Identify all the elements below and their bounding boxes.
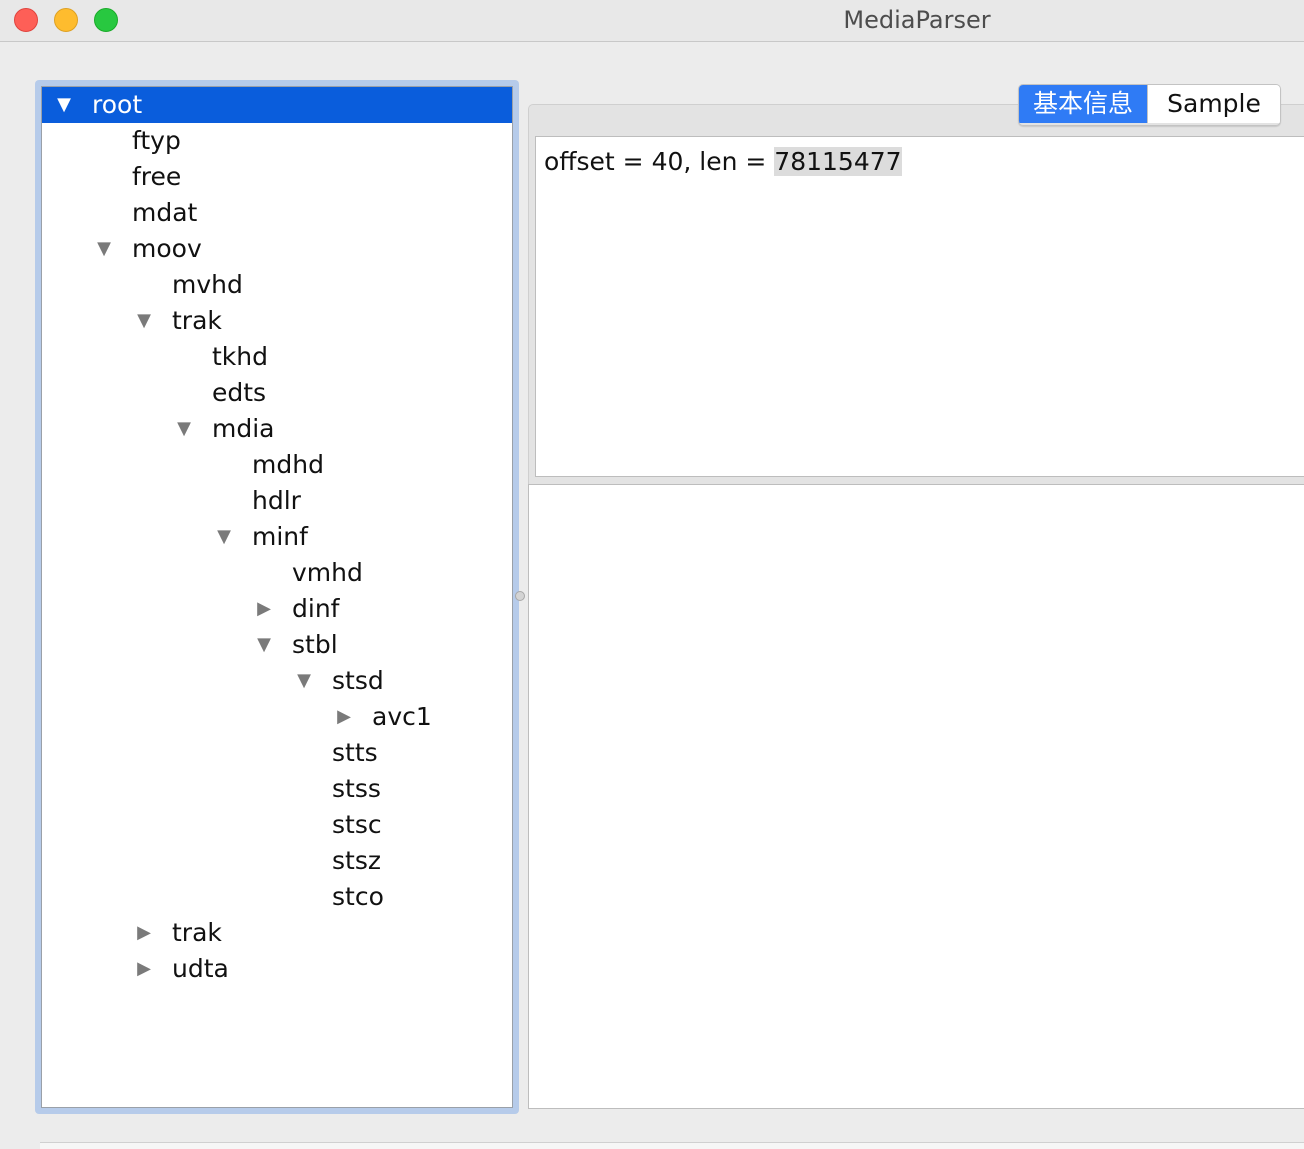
disclosure-expanded-icon[interactable]: ▼ — [297, 670, 311, 691]
tree-row-root[interactable]: ▼ root — [42, 87, 512, 123]
tree-row-label: stsd — [332, 666, 384, 695]
zoom-window-button[interactable] — [94, 8, 118, 32]
length-value-highlight[interactable]: 78115477 — [774, 147, 902, 176]
tree-row-dinf[interactable]: ▶ dinf — [42, 591, 512, 627]
tree-row-label: moov — [132, 234, 202, 263]
tree-row-edts[interactable]: edts — [42, 375, 512, 411]
bottom-bar — [40, 1142, 1304, 1149]
tree-row-trak[interactable]: ▶ trak — [42, 915, 512, 951]
tree-row-label: ftyp — [132, 126, 181, 155]
tree-row-label: mvhd — [172, 270, 243, 299]
tree-row-label: vmhd — [292, 558, 363, 587]
tree-row-mdia[interactable]: ▼ mdia — [42, 411, 512, 447]
tree-row-mdhd[interactable]: mdhd — [42, 447, 512, 483]
tree-row-label: stss — [332, 774, 381, 803]
tree-row-stts[interactable]: stts — [42, 735, 512, 771]
tree-row-label: stbl — [292, 630, 338, 659]
box-tree-view[interactable]: ▼ root ftyp free mdat ▼ moov mvhd ▼ trak tkhd edts ▼… — [41, 86, 513, 1108]
tree-row-label: mdhd — [252, 450, 324, 479]
title-bar: MediaParser — [0, 0, 1304, 42]
tree-row-label: free — [132, 162, 182, 191]
disclosure-expanded-icon[interactable]: ▼ — [177, 418, 191, 439]
tree-row-label: minf — [252, 522, 308, 551]
tree-row-label: stsc — [332, 810, 382, 839]
disclosure-expanded-icon[interactable]: ▼ — [97, 238, 111, 259]
detail-pane[interactable] — [528, 484, 1304, 1109]
tree-row-mvhd[interactable]: mvhd — [42, 267, 512, 303]
disclosure-expanded-icon[interactable]: ▼ — [137, 310, 151, 331]
tree-row-minf[interactable]: ▼ minf — [42, 519, 512, 555]
tree-row-mdat[interactable]: mdat — [42, 195, 512, 231]
tree-row-label: avc1 — [372, 702, 432, 731]
tree-row-label: stco — [332, 882, 384, 911]
split-view-divider-handle[interactable] — [515, 591, 525, 601]
tree-row-stss[interactable]: stss — [42, 771, 512, 807]
tree-row-hdlr[interactable]: hdlr — [42, 483, 512, 519]
window-title: MediaParser — [843, 6, 991, 34]
tab-basic-info[interactable]: 基本信息 — [1019, 85, 1147, 123]
basic-info-text-area[interactable]: offset = 40, len = 78115477 — [535, 136, 1304, 477]
tree-row-label: edts — [212, 378, 267, 407]
close-window-button[interactable] — [14, 8, 38, 32]
tree-row-label: trak — [172, 306, 222, 335]
tree-row-stbl[interactable]: ▼ stbl — [42, 627, 512, 663]
offset-length-prefix: offset = 40, len = — [544, 147, 775, 176]
tab-sample[interactable]: Sample — [1147, 85, 1280, 123]
tree-row-stco[interactable]: stco — [42, 879, 512, 915]
tree-row-label: hdlr — [252, 486, 301, 515]
minimize-window-button[interactable] — [54, 8, 78, 32]
tree-row-stsc[interactable]: stsc — [42, 807, 512, 843]
disclosure-expanded-icon[interactable]: ▼ — [217, 526, 231, 547]
disclosure-expanded-icon[interactable]: ▼ — [257, 634, 271, 655]
tree-row-avc1[interactable]: ▶ avc1 — [42, 699, 512, 735]
tree-row-ftyp[interactable]: ftyp — [42, 123, 512, 159]
tree-row-label: root — [92, 90, 143, 119]
tree-row-udta[interactable]: ▶ udta — [42, 951, 512, 987]
disclosure-collapsed-icon[interactable]: ▶ — [137, 922, 151, 943]
tree-row-label: stts — [332, 738, 378, 767]
tree-row-stsd[interactable]: ▼ stsd — [42, 663, 512, 699]
tree-row-label: stsz — [332, 846, 381, 875]
tree-row-label: mdat — [132, 198, 198, 227]
tree-row-vmhd[interactable]: vmhd — [42, 555, 512, 591]
tree-row-free[interactable]: free — [42, 159, 512, 195]
tree-row-trak[interactable]: ▼ trak — [42, 303, 512, 339]
disclosure-expanded-icon[interactable]: ▼ — [57, 94, 71, 115]
tree-row-label: mdia — [212, 414, 275, 443]
tree-row-moov[interactable]: ▼ moov — [42, 231, 512, 267]
tree-row-tkhd[interactable]: tkhd — [42, 339, 512, 375]
tree-row-label: dinf — [292, 594, 340, 623]
offset-length-line: offset = 40, len = 78115477 — [544, 147, 902, 176]
tab-switcher: 基本信息 Sample — [1018, 84, 1281, 126]
disclosure-collapsed-icon[interactable]: ▶ — [337, 706, 351, 727]
tree-row-label: udta — [172, 954, 229, 983]
tree-row-label: tkhd — [212, 342, 268, 371]
disclosure-collapsed-icon[interactable]: ▶ — [137, 958, 151, 979]
disclosure-collapsed-icon[interactable]: ▶ — [257, 598, 271, 619]
tree-row-stsz[interactable]: stsz — [42, 843, 512, 879]
tree-row-label: trak — [172, 918, 222, 947]
